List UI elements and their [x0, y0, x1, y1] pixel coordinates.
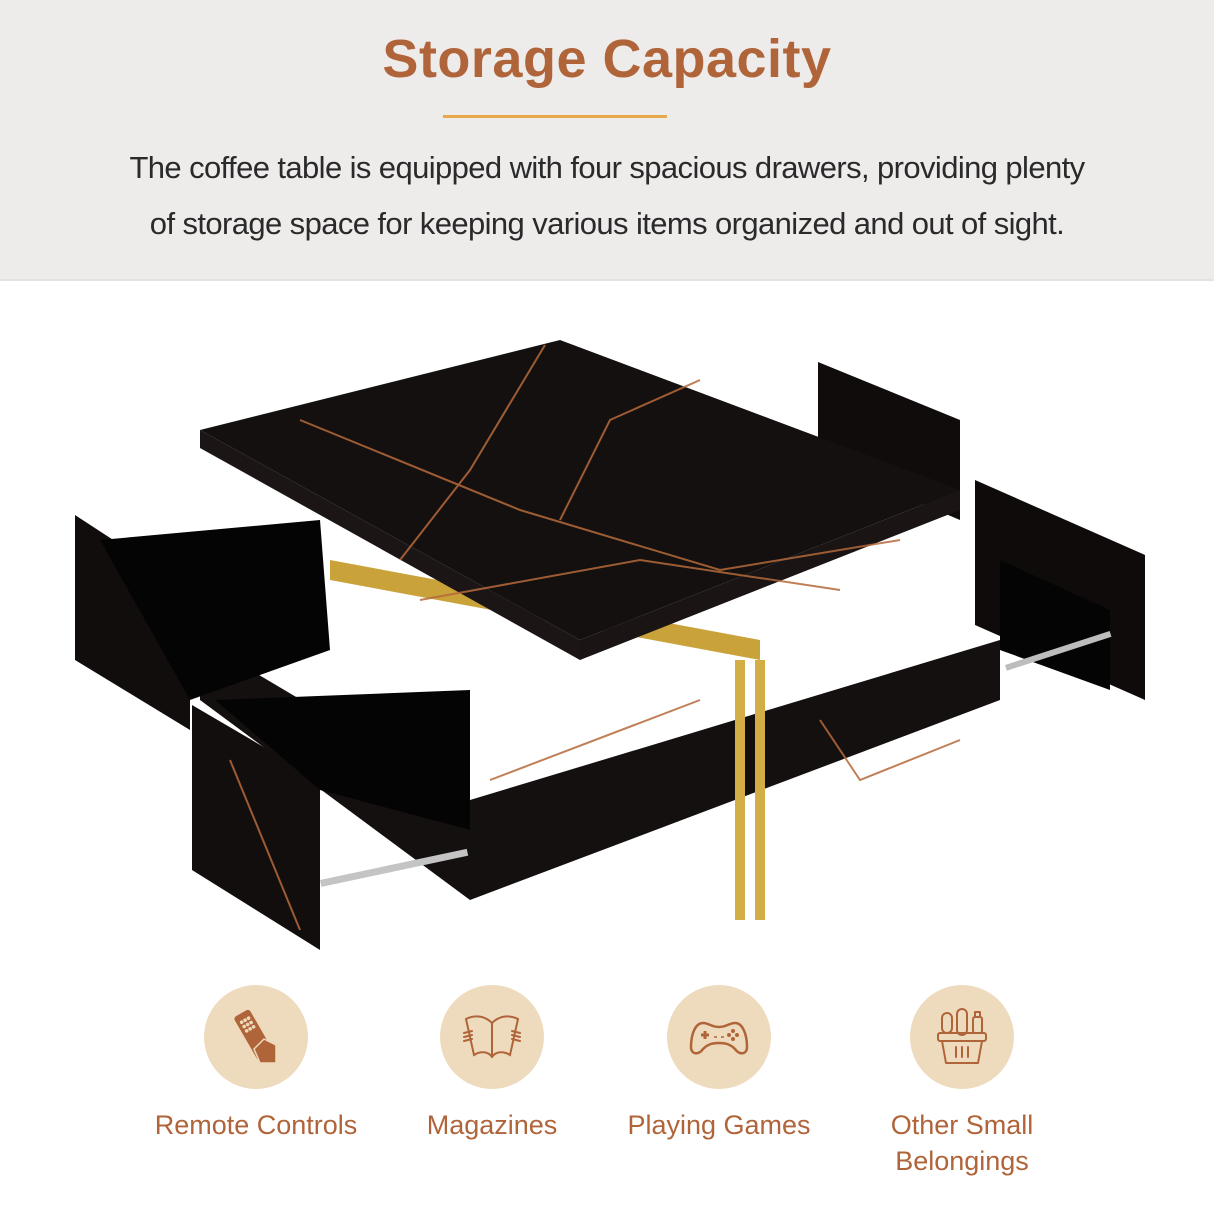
- coffee-table-illustration: [75, 340, 1145, 950]
- feature-label-line-1: Other Small: [890, 1110, 1034, 1140]
- feature-remote-controls: Remote Controls: [126, 985, 386, 1143]
- feature-playing-games: Playing Games: [589, 985, 849, 1143]
- feature-icon-circle: [910, 985, 1014, 1089]
- page-title: Storage Capacity: [382, 29, 832, 89]
- feature-label-line-2: Belongings: [895, 1146, 1029, 1176]
- feature-magazines: Magazines: [362, 985, 622, 1143]
- description-line-2: of storage space for keeping various ite…: [149, 206, 1065, 241]
- description: The coffee table is equipped with four s…: [60, 140, 1154, 252]
- magazine-icon: [463, 1015, 521, 1058]
- feature-label: Remote Controls: [154, 1110, 358, 1140]
- header-band: Storage Capacity The coffee table is equ…: [0, 0, 1214, 281]
- title-underline: [443, 115, 667, 118]
- description-line-1: The coffee table is equipped with four s…: [129, 150, 1085, 185]
- gamepad-icon: [689, 1021, 749, 1055]
- feature-label: Playing Games: [627, 1110, 811, 1140]
- feature-icon-circle: [440, 985, 544, 1089]
- feature-row: Remote Controls Magazines: [0, 985, 1214, 1205]
- remote-control-icon: [234, 1009, 277, 1064]
- feature-label: Other Small Belongings: [832, 1107, 1092, 1179]
- feature-icon-circle: [204, 985, 308, 1089]
- feature-icon-circle: [667, 985, 771, 1089]
- basket-icon: [937, 1008, 987, 1064]
- feature-other-small-belongings: Other Small Belongings: [832, 985, 1092, 1179]
- feature-label: Magazines: [426, 1110, 558, 1140]
- product-image: [60, 340, 1160, 980]
